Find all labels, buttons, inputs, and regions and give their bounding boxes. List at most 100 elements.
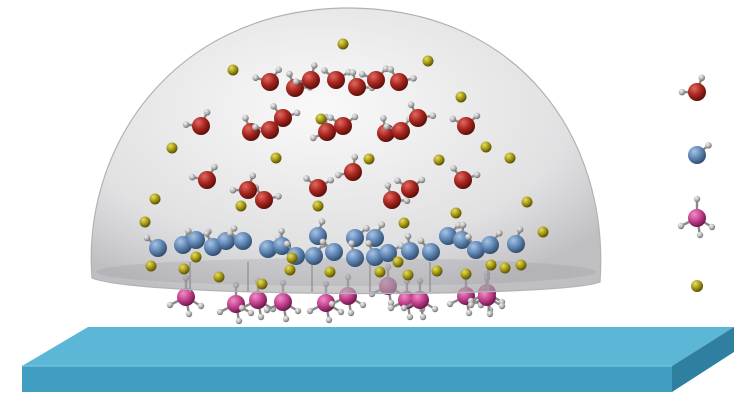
hydrogen-atom [166,301,174,309]
hydrogen-atom [251,123,259,131]
yellow-ion-icon [691,280,703,292]
hydrogen-atom [678,88,686,96]
oxygen-atom [327,71,345,89]
hydrogen-atom [378,221,386,228]
yellow-ion [363,153,375,165]
hydrogen-atom [383,123,390,130]
blue-atom [325,243,343,261]
hydrogen-atom [283,240,291,248]
hydrogen-atom [242,114,249,122]
hydrogen-atom [229,186,237,194]
yellow-ion [284,264,296,276]
hydrogen-atom [387,66,395,73]
hydrogen-atom [467,301,475,309]
yellow-ion [178,263,190,275]
hydrogen-atom [496,229,503,237]
blue-atom [481,236,499,254]
substrate-slab [22,327,734,392]
water-molecule [292,62,320,89]
hydrogen-atom [404,232,412,240]
yellow-ion [485,259,497,271]
pink-atom [411,291,429,309]
water-molecule [383,182,411,209]
hydrogen-atom [387,304,395,312]
blue-atom [467,241,485,259]
hydrogen-atom [309,134,317,142]
water-molecule [449,112,481,135]
hydrogen-atom [708,223,716,231]
hydrogen-atom [303,175,310,182]
water-molecule [394,176,426,198]
hydrogen-atom [282,315,290,323]
water-molecule [407,101,437,127]
hydrogen-atom [347,309,355,317]
oxygen-atom [409,109,427,127]
yellow-ion [460,268,472,280]
water-molecule [270,103,301,127]
yellow-ion [691,280,703,292]
hydrogen-atom [278,227,285,235]
hydrogen-atom [403,197,411,205]
hydrogen-atom [382,65,390,73]
hydrogen-atom [182,121,190,128]
pink-atom [688,209,706,227]
oxygen-atom [198,171,216,189]
hydrogen-atom [247,309,255,317]
hydrogen-atom [185,227,192,235]
water-molecule [327,113,359,135]
hydrogen-atom [249,172,257,180]
yellow-ion [499,262,511,274]
pink-tetrahedral-species [263,279,302,323]
blue-atom [346,249,364,267]
yellow-ion [402,269,414,281]
hydrogen-atom [449,115,457,123]
hydrogen-atom [359,301,367,309]
oxygen-atom [688,83,706,101]
blue-species [346,240,364,267]
blue-species [305,240,327,265]
hydrogen-atom [407,101,415,108]
blue-species-icon [688,142,712,164]
yellow-ion [398,217,410,229]
oxygen-atom [344,163,362,181]
yellow-ion [227,64,239,76]
pink-atom [274,293,292,311]
hydrogen-atom [349,69,357,76]
water-molecule [229,172,257,199]
oxygen-atom [348,78,366,96]
oxygen-atom [239,181,257,199]
slab-top-face [22,327,734,366]
blue-atom [305,247,323,265]
water-molecule [303,175,335,197]
pink-tetrahedral-species [400,277,439,321]
yellow-ions [139,38,549,290]
blue-species [203,230,222,256]
blue-species [507,226,525,253]
oxygen-atom [192,117,210,135]
oxygen-atom [302,71,320,89]
yellow-ion [455,91,467,103]
hydrogen-atom [211,163,218,171]
hydrogen-atom [306,307,314,315]
oxygen-atom [255,191,273,209]
water-molecule [678,74,706,101]
pink-tetrahedral-layer [166,258,506,325]
hydrogen-atom [363,225,370,232]
yellow-ion [374,266,386,278]
hydrogen-atom [216,308,224,316]
yellow-ion [431,265,443,277]
hydrogen-atom [325,316,333,324]
slab-side-face [672,327,734,392]
blue-species [379,242,405,262]
hydrogen-atom [337,308,345,316]
yellow-ion [190,251,202,263]
hydrogen-atom [400,304,408,312]
yellow-ion [480,141,492,153]
hydrogen-atom [380,114,387,122]
hydrogen-atom [417,237,425,245]
hydrogen-atom [446,300,454,308]
hydrogen-atom [429,112,437,120]
yellow-ion [145,260,157,272]
hydrogen-atom [351,153,359,161]
hydrogen-atom [406,313,414,321]
